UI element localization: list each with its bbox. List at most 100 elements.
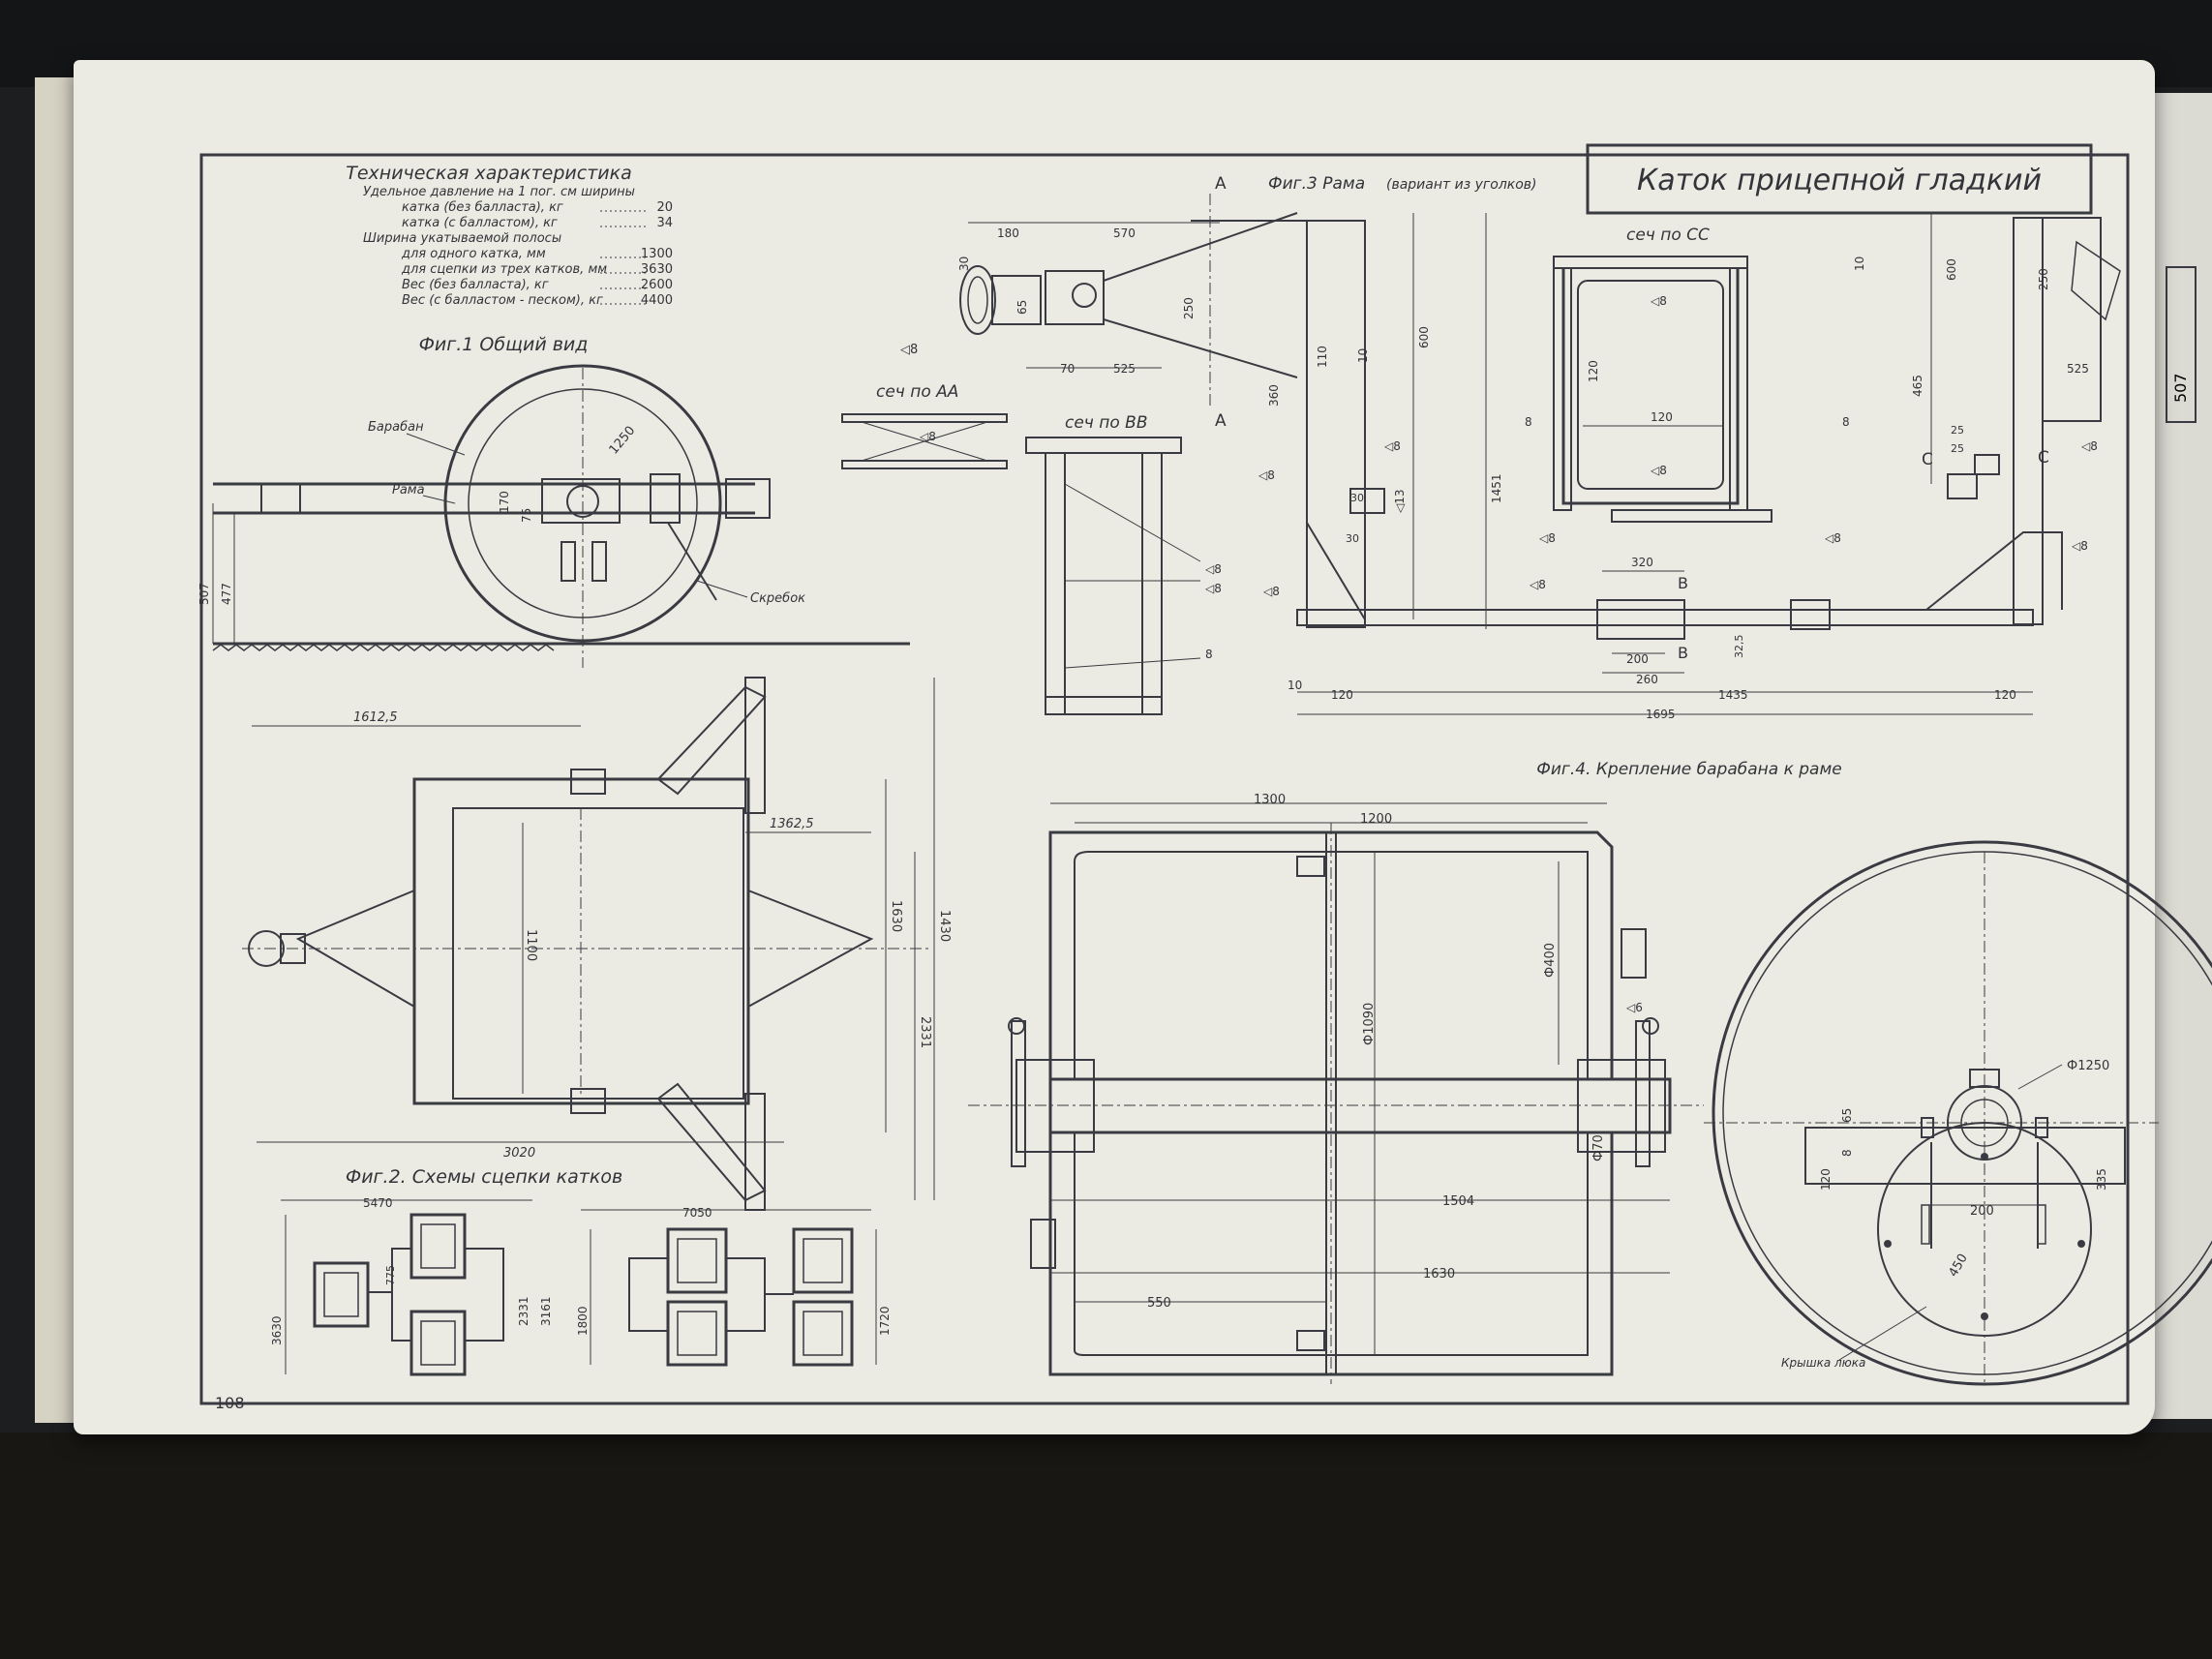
tech-spec-value: 4400 [641,293,673,308]
fig1-dim-477: 477 [220,583,233,605]
tech-spec-label: Вес (с балластом - песком), кг [402,293,603,308]
fig4-drum-attachment: Фиг.4. Крепление барабана к раме 1300 12… [968,760,2212,1386]
fig4-dim-1504: 1504 [1442,1194,1474,1209]
fig4-dim-phi1250: Ф1250 [2067,1059,2109,1073]
fig2-frame [412,777,750,1105]
fig3-dim-360: 360 [1267,384,1281,407]
section-b-bottom: В [1678,644,1688,662]
fig3-dim-30b: 30 [1346,532,1359,545]
fig2-scheme-four: 7050 1800 1720 [576,1206,892,1367]
side-dim-525: 525 [2067,362,2089,376]
fig3-frame: Фиг.3 Рама (вариант из уголков) 600 1451… [1191,174,2034,721]
fig2-hitch-plan: 1612,5 1100 1362,5 1630 1430 2331 3020 Ф… [242,677,952,1376]
section-cc-dim-8a: 8 [1525,415,1532,429]
section-bb: сеч по ВВ ◁8 ◁8 8 [1025,413,1222,715]
fig3-dim-110: 110 [1316,346,1329,368]
fig2-scheme-dim-1720: 1720 [878,1306,892,1336]
fig2-scheme-dim-5470: 5470 [363,1196,393,1210]
side-weld-8a: ◁8 [2080,439,2098,453]
fig3-dim-120b: 120 [1994,688,2016,702]
section-c-left: С [1922,450,1933,469]
fig2-scheme-three: 5470 3630 775 2331 3161 [270,1196,553,1376]
hitch-dim-70: 70 [1060,362,1075,376]
fig4-drum-circle [1712,840,2212,1386]
right-page-dim: 507 [2171,373,2190,403]
hitch-detail: 180 570 А А 70 525 30 65 250 ◁8 [900,174,1298,431]
section-a-bottom: А [1215,411,1227,431]
title-text: Каток прицепной гладкий [1637,164,2042,197]
side-weld-8b: ◁8 [2071,539,2088,553]
fig2-scheme-dim-3630: 3630 [270,1315,284,1345]
section-cc-title: сеч по СС [1626,226,1710,245]
section-a-top: А [1215,174,1227,194]
fig2-dim-1430: 1430 [937,910,952,942]
section-c-right: С [2038,448,2049,468]
tech-spec: Техническая характеристика Удельное давл… [346,163,673,308]
fig3-dim-10: 10 [1356,348,1370,363]
section-cc-dim-10: 10 [1853,256,1866,271]
fig3-dim-260: 260 [1636,673,1658,686]
section-cc-weld-bottom: ◁8 [1650,464,1667,477]
hitch-weld-8: ◁8 [900,343,918,357]
section-bb-weld-1: ◁8 [1204,562,1222,576]
section-cc-dim-120: 120 [1651,410,1673,424]
fig2-dim-1362-5: 1362,5 [770,817,814,831]
tech-spec-label: катка (без балласта), кг [402,200,563,215]
table-surface [0,1433,2212,1659]
fig3-dim-1451: 1451 [1490,473,1503,503]
hitch-dim-525: 525 [1113,362,1136,376]
fig4-dim-200: 200 [1970,1204,1994,1219]
fig1-dim-170: 170 [498,491,511,513]
fig3-dim-1695: 1695 [1646,708,1676,721]
tech-spec-label: для сцепки из трех катков, мм [401,262,607,277]
fig2-dim-1100: 1100 [524,929,538,961]
fig4-dim-phi1090: Ф1090 [1362,1003,1377,1045]
tech-spec-value: 20 [656,200,673,215]
section-aa-title: сеч по АА [876,382,958,402]
fig4-dim-1200: 1200 [1360,812,1392,827]
fig3-dim-600: 600 [1417,326,1431,348]
fig4-dim-phi400: Ф400 [1543,943,1558,978]
fig2-dim-1630: 1630 [889,900,903,932]
fig3-subtitle: (вариант из уголков) [1386,177,1537,193]
tech-spec-value: 3630 [641,262,673,277]
tech-spec-label: для одного катка, мм [401,247,546,261]
fig4-dim-335: 335 [2095,1168,2108,1191]
fig3-dim-1435: 1435 [1718,688,1748,702]
side-dim-465: 465 [1911,375,1924,397]
fig4-dim-8: 8 [1840,1149,1854,1157]
section-aa: сеч по АА ◁8 [841,382,1008,469]
fig2-hitch-eye [248,930,285,967]
fig1-dim-1250: 1250 [607,424,639,458]
fig3-weld-8a: ◁8 [1258,468,1275,482]
side-dim-25b: 25 [1951,442,1964,455]
fig1-dim-507: 507 [197,583,211,605]
tech-spec-label: катка (с балластом), кг [402,216,558,230]
fig4-dim-1630: 1630 [1423,1267,1455,1282]
hitch-dim-250: 250 [1182,297,1196,319]
fig3-weld-8c: ◁8 [1383,439,1401,453]
section-bb-title: сеч по ВВ [1065,413,1148,433]
fig4-title: Фиг.4. Крепление барабана к раме [1536,760,1842,779]
section-cc: сеч по СС 120 120 ◁8 ◁8 ◁8 ◁8 8 8 10 [1525,226,1866,545]
section-cc-weld-right: ◁8 [1824,531,1841,545]
fig2-scheme-dim-7050: 7050 [682,1206,712,1220]
fig3-side-view: 600 465 250 25 25 525 С С ◁8 ◁8 [1911,213,2121,625]
fig4-dim-450: 450 [1946,1252,1970,1280]
fig2-dim-2331: 2331 [918,1016,932,1048]
side-dim-25: 25 [1951,424,1964,437]
hitch-dim-65: 65 [1015,300,1029,315]
fig2-scheme-dim-1800: 1800 [576,1306,590,1336]
tech-spec-value: 1300 [641,247,673,261]
fig2-dim-3020: 3020 [503,1146,535,1161]
fig4-dim-550: 550 [1147,1296,1171,1311]
fig3-dim-200: 200 [1626,652,1649,666]
fig4-dim-120: 120 [1819,1168,1833,1191]
hitch-dim-180: 180 [997,226,1019,240]
fig1-scraper-label: Скребок [750,591,805,606]
tech-spec-label: Удельное давление на 1 пог. см ширины [363,185,635,199]
fig3-dim-32-5: 32,5 [1733,635,1745,659]
fig2-title: Фиг.2. Схемы сцепки катков [346,1166,622,1188]
fig1-title: Фиг.1 Общий вид [419,334,589,355]
